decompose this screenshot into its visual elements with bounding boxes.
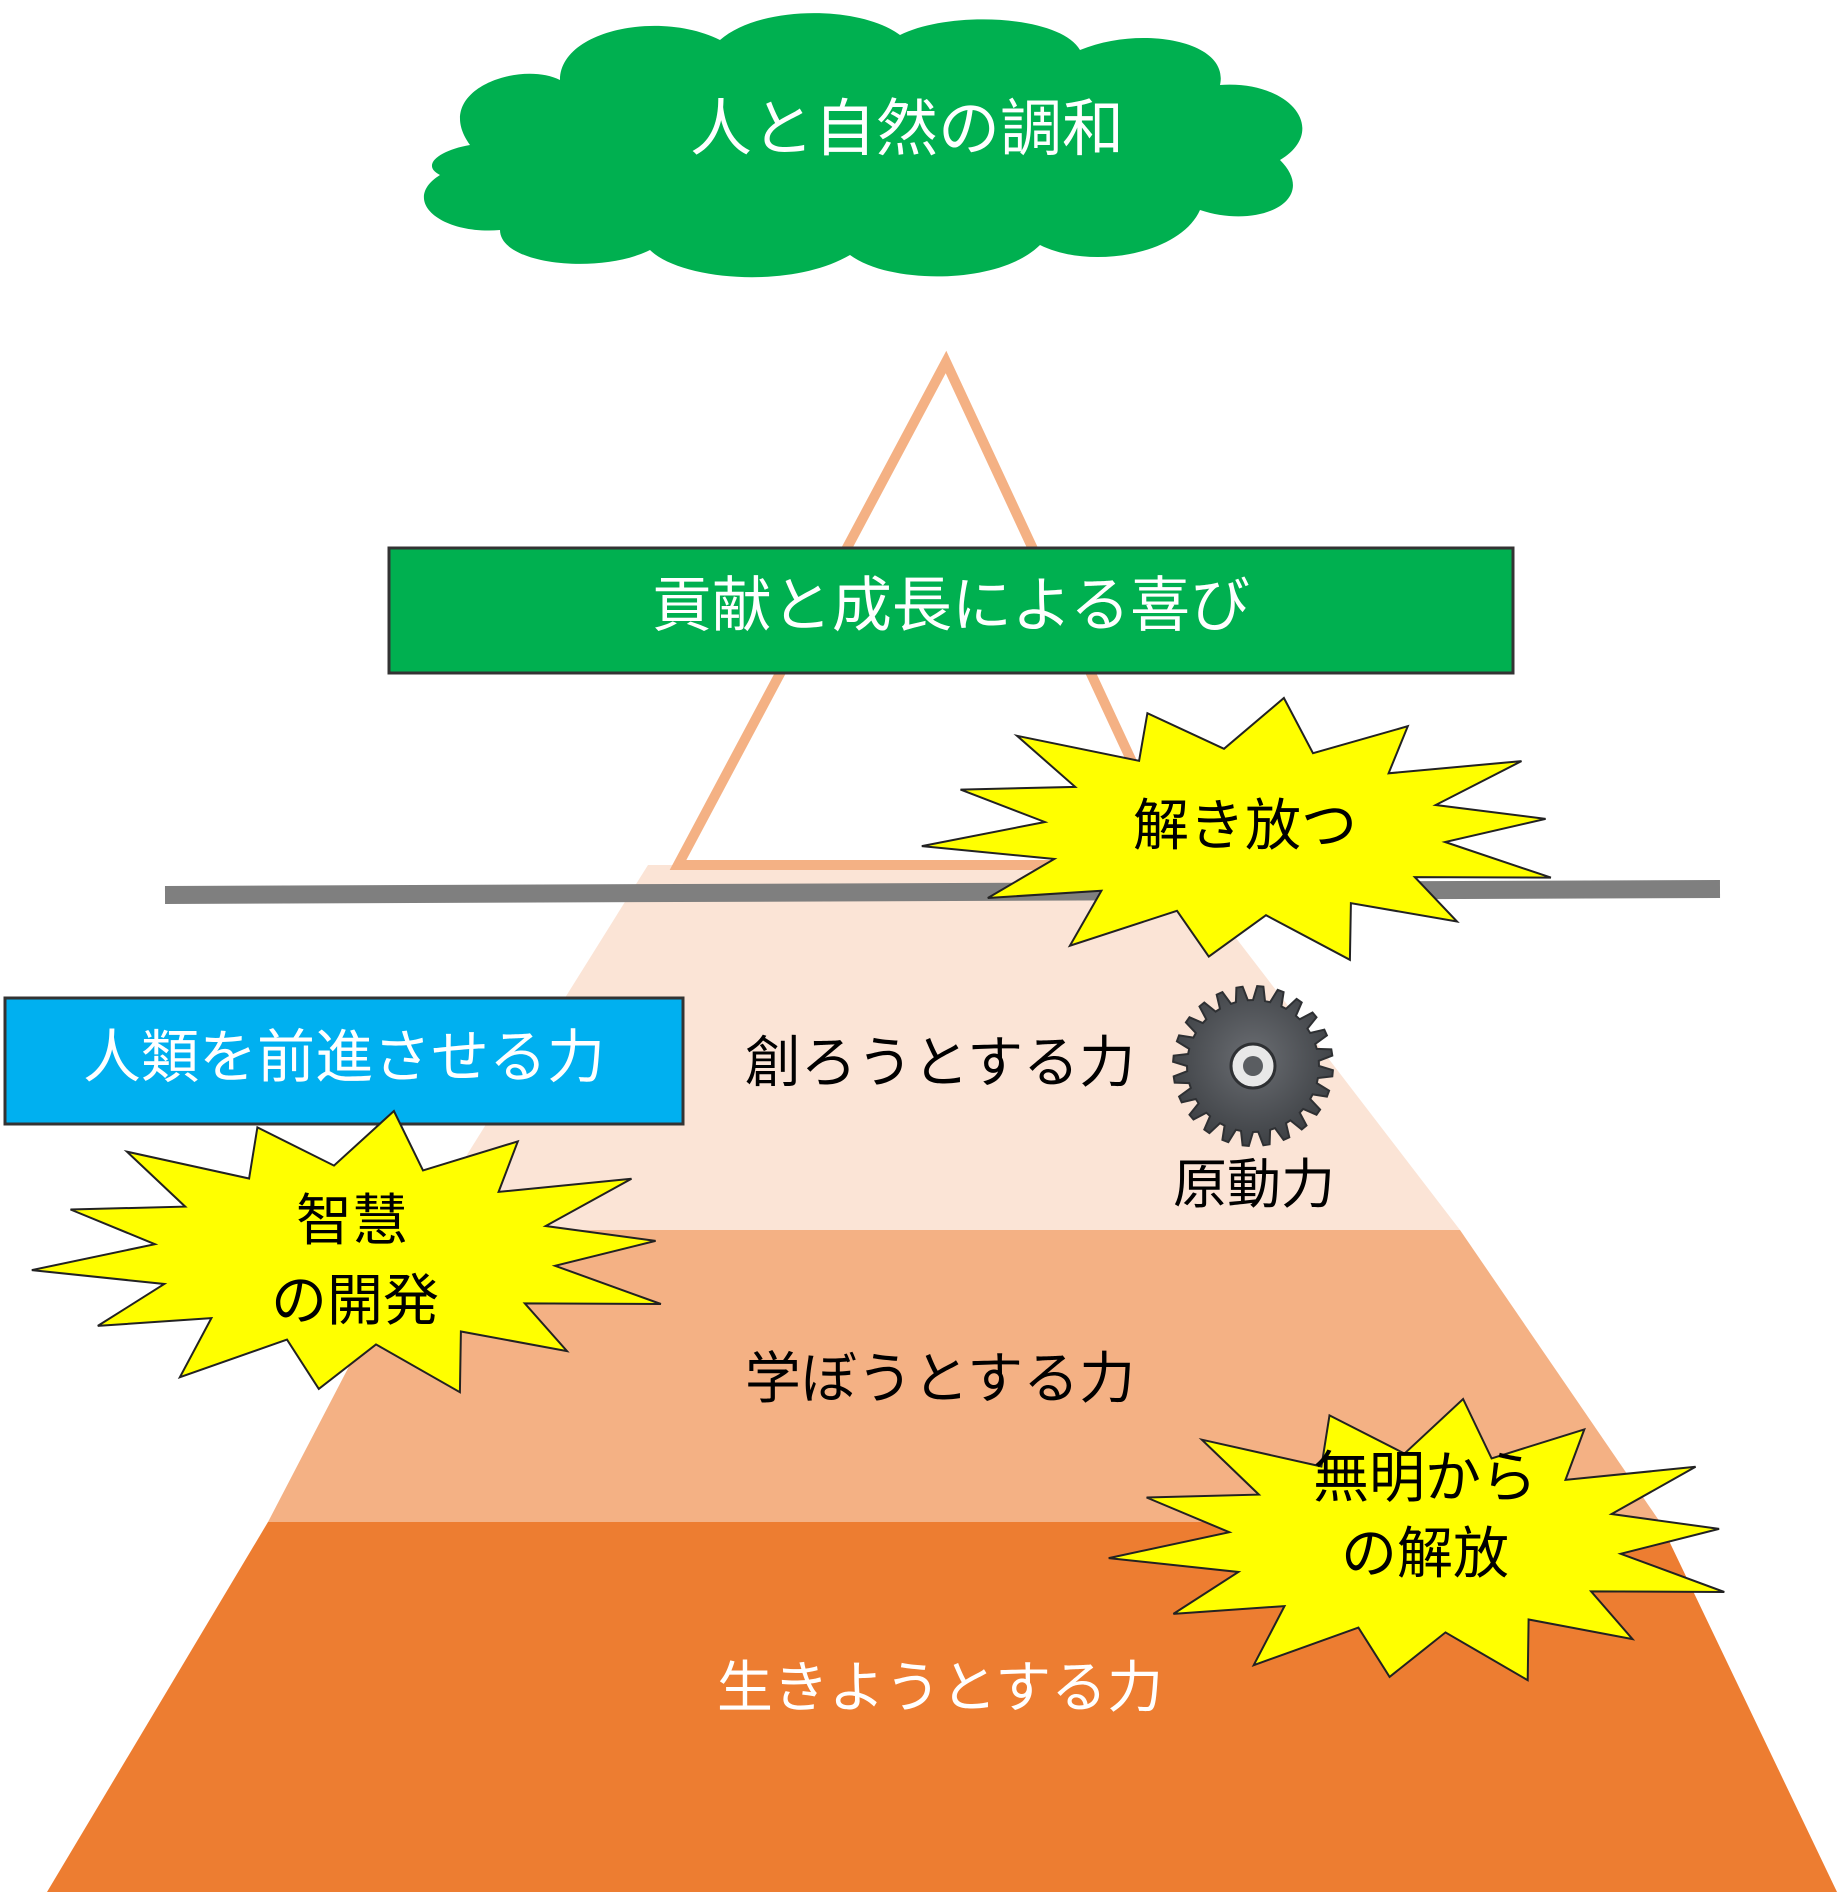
burst-ignorance-line2: の解放	[1341, 1522, 1509, 1587]
burst-release	[921, 696, 1552, 962]
gear-label: 原動力	[1173, 1153, 1335, 1216]
burst-release-label: 解き放つ	[1133, 794, 1357, 859]
left-banner-label: 人類を前進させる力	[83, 1023, 605, 1091]
cloud-shape	[423, 13, 1303, 278]
burst-wisdom-line1: 智慧	[296, 1189, 408, 1254]
burst-wisdom	[31, 1109, 662, 1394]
burst-ignorance-line1: 無明から	[1313, 1446, 1537, 1511]
top-banner	[387, 546, 1515, 675]
level-bottom-label: 生きようとする力	[717, 1656, 1163, 1721]
level-top-label: 創ろうとする力	[745, 1031, 1135, 1096]
burst-ignorance	[1108, 1397, 1725, 1682]
left-banner	[3, 996, 685, 1126]
burst-wisdom-line2: の開発	[271, 1269, 439, 1334]
divider-line	[164, 880, 1721, 904]
pyramid-level-top	[420, 865, 1460, 1230]
gear-icon	[1172, 985, 1334, 1147]
cloud-label: 人と自然の調和	[690, 92, 1124, 165]
top-banner-label: 貢献と成長による喜び	[652, 571, 1250, 641]
level-middle-label: 学ぼうとする力	[745, 1347, 1135, 1412]
